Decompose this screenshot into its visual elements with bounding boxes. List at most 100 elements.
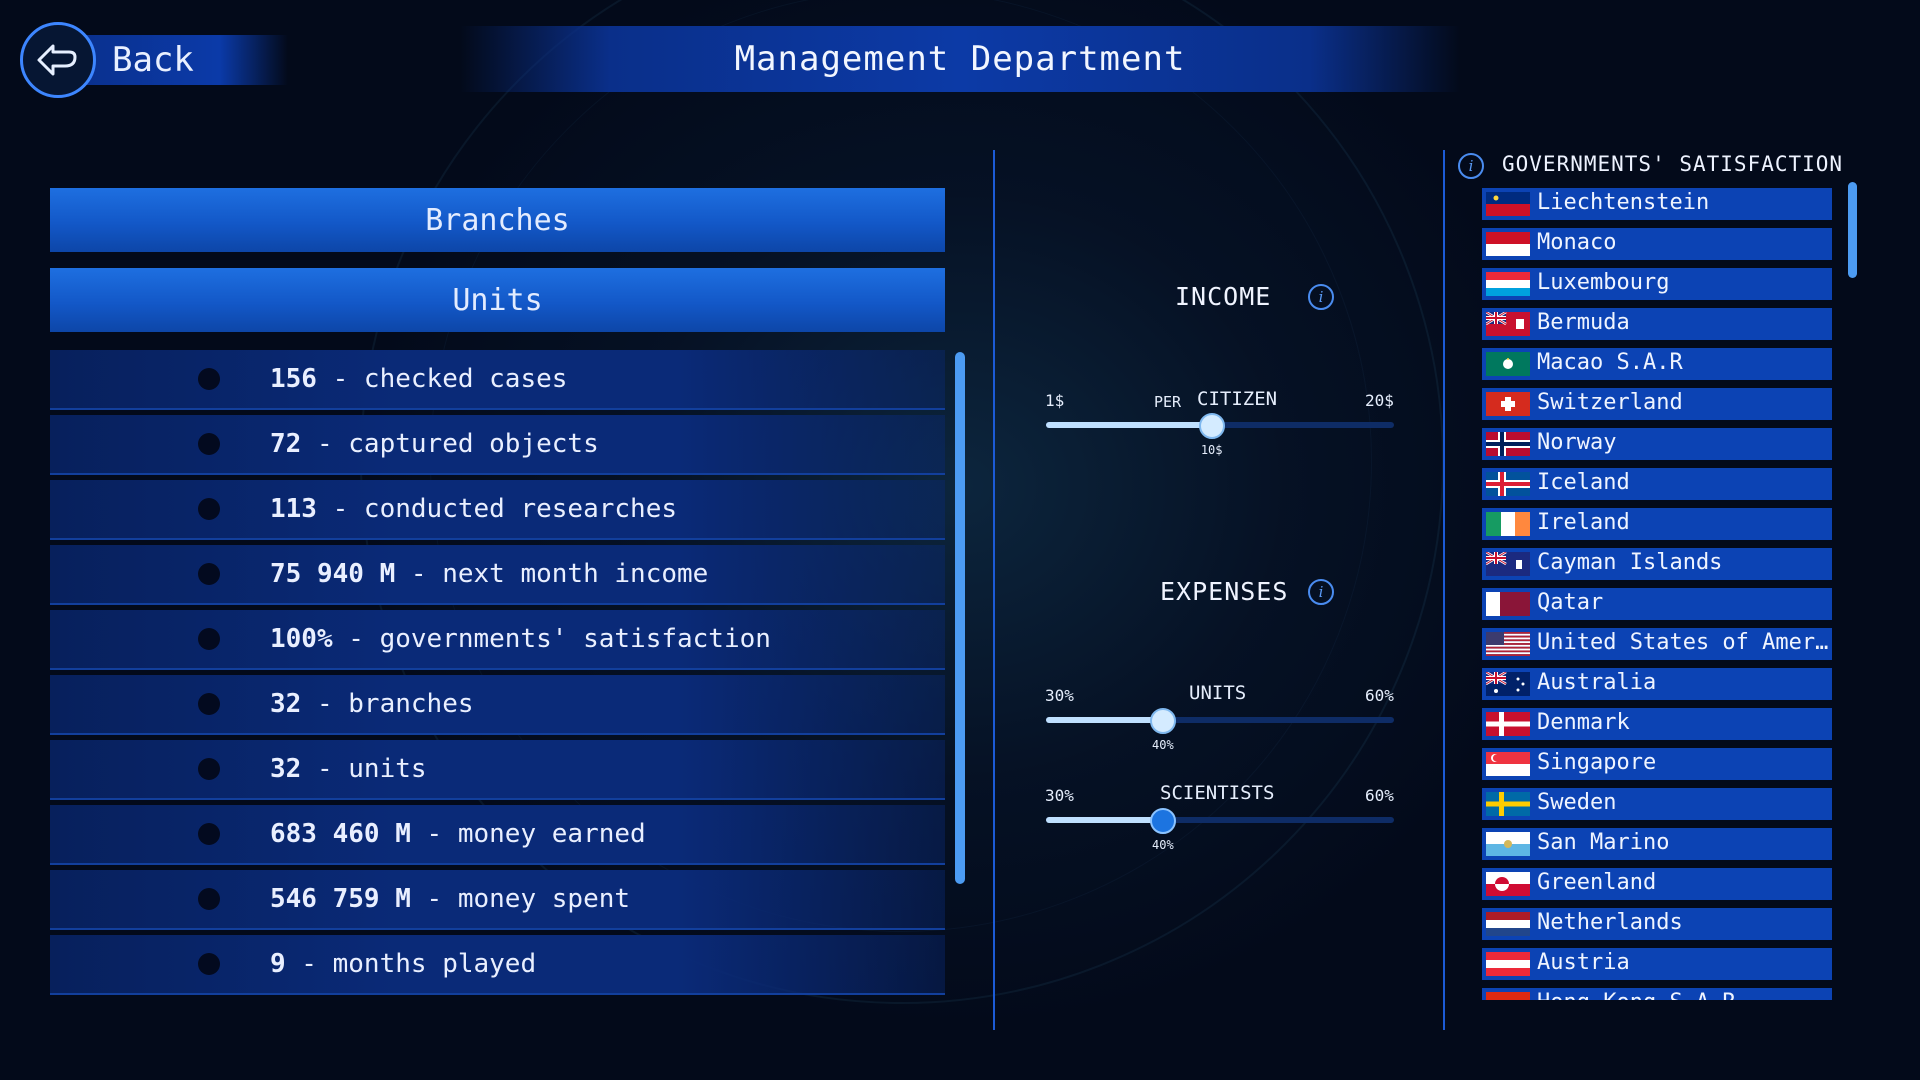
bullet-icon <box>198 888 220 910</box>
scientists-slider-track[interactable] <box>1046 817 1394 823</box>
bullet-icon <box>198 628 220 650</box>
country-row[interactable]: Bermuda <box>1482 308 1832 340</box>
country-row[interactable]: Luxembourg <box>1482 268 1832 300</box>
country-row[interactable]: Qatar <box>1482 588 1832 620</box>
ireland-flag-icon <box>1486 512 1530 536</box>
netherlands-flag-icon <box>1486 912 1530 936</box>
monaco-flag-icon <box>1486 232 1530 256</box>
country-row[interactable]: Netherlands <box>1482 908 1832 940</box>
tab-units[interactable]: Units <box>50 268 945 332</box>
cayman-flag-icon <box>1486 552 1530 576</box>
title-bar: Management Department <box>460 26 1460 92</box>
tab-branches[interactable]: Branches <box>50 188 945 252</box>
country-row[interactable]: Denmark <box>1482 708 1832 740</box>
country-row[interactable]: Ireland <box>1482 508 1832 540</box>
income-max-label: 20$ <box>1365 391 1394 410</box>
bullet-icon <box>198 368 220 390</box>
denmark-flag-icon <box>1486 712 1530 736</box>
country-row[interactable]: Cayman Islands <box>1482 548 1832 580</box>
country-name: Cayman Islands <box>1537 550 1723 575</box>
country-row[interactable]: Austria <box>1482 948 1832 980</box>
stat-label: - conducted researches <box>316 494 677 524</box>
stat-label: - money spent <box>410 884 631 914</box>
stat-value: 72 <box>270 429 302 459</box>
country-name: Switzerland <box>1537 390 1683 415</box>
stat-text: 75 940 M - next month income <box>270 559 708 589</box>
country-name: Macao S.A.R <box>1537 350 1683 375</box>
units-slider-knob[interactable] <box>1150 708 1176 734</box>
country-name: United States of Ameri… <box>1537 630 1829 655</box>
governments-title: GOVERNMENTS' SATISFACTION <box>1502 152 1844 176</box>
stat-value: 546 759 M <box>270 884 411 914</box>
bermuda-flag-icon <box>1486 312 1530 336</box>
stat-value: 9 <box>270 949 286 979</box>
bullet-icon <box>198 693 220 715</box>
australia-flag-icon <box>1486 672 1530 696</box>
stat-value: 683 460 M <box>270 819 411 849</box>
income-slider-knob[interactable] <box>1198 413 1225 439</box>
usa-flag-icon <box>1486 632 1530 656</box>
bullet-icon <box>198 433 220 455</box>
country-name: Monaco <box>1537 230 1617 255</box>
country-row[interactable]: Iceland <box>1482 468 1832 500</box>
units-slider-fill <box>1046 717 1162 723</box>
stat-text: 546 759 M - money spent <box>270 884 630 914</box>
country-row[interactable]: Liechtenstein <box>1482 188 1832 220</box>
country-row[interactable]: Monaco <box>1482 228 1832 260</box>
back-button-bar <box>60 35 288 85</box>
country-name: Norway <box>1537 430 1617 455</box>
stat-row: 75 940 M - next month income <box>50 545 945 605</box>
income-info-icon[interactable]: i <box>1308 284 1334 310</box>
country-row[interactable]: Singapore <box>1482 748 1832 780</box>
stat-value: 156 <box>270 364 317 394</box>
country-row[interactable]: Sweden <box>1482 788 1832 820</box>
expenses-title: EXPENSES <box>1160 577 1289 606</box>
stat-label: - months played <box>285 949 537 979</box>
income-value-label: 10$ <box>1200 443 1223 457</box>
country-name: Sweden <box>1537 790 1617 815</box>
stat-row: 683 460 M - money earned <box>50 805 945 865</box>
hongkong-flag-icon <box>1486 992 1530 1000</box>
scientists-min-label: 30% <box>1045 786 1074 805</box>
stat-text: 113 - conducted researches <box>270 494 677 524</box>
country-name: Iceland <box>1537 470 1630 495</box>
bullet-icon <box>198 563 220 585</box>
stat-label: - captured objects <box>301 429 599 459</box>
country-row[interactable]: United States of Ameri… <box>1482 628 1832 660</box>
expenses-info-icon[interactable]: i <box>1308 579 1334 605</box>
country-name: Singapore <box>1537 750 1657 775</box>
country-row[interactable]: Hong Kong S.A.R <box>1482 988 1832 1000</box>
macao-flag-icon <box>1486 352 1530 376</box>
country-name: Ireland <box>1537 510 1630 535</box>
bullet-icon <box>198 953 220 975</box>
country-row[interactable]: Australia <box>1482 668 1832 700</box>
stat-label: - units <box>301 754 427 784</box>
scientists-max-label: 60% <box>1365 786 1394 805</box>
scientists-slider-knob[interactable] <box>1150 808 1176 834</box>
country-name: Bermuda <box>1537 310 1630 335</box>
country-row[interactable]: San Marino <box>1482 828 1832 860</box>
country-row[interactable]: Switzerland <box>1482 388 1832 420</box>
stat-text: 32 - branches <box>270 689 474 719</box>
stat-text: 72 - captured objects <box>270 429 599 459</box>
stat-row: 113 - conducted researches <box>50 480 945 540</box>
country-row[interactable]: Macao S.A.R <box>1482 348 1832 380</box>
sweden-flag-icon <box>1486 792 1530 816</box>
switzerland-flag-icon <box>1486 392 1530 416</box>
stat-text: 32 - units <box>270 754 427 784</box>
stat-value: 75 940 M <box>270 559 396 589</box>
tab-branches-label: Branches <box>425 202 570 238</box>
governments-info-icon[interactable]: i <box>1458 153 1484 179</box>
stats-scrollbar[interactable] <box>955 352 965 884</box>
scientists-slider-fill <box>1046 817 1162 823</box>
back-button[interactable]: Back <box>20 22 288 98</box>
units-slider-track[interactable] <box>1046 717 1394 723</box>
governments-scrollbar[interactable] <box>1848 182 1857 278</box>
stat-row: 72 - captured objects <box>50 415 945 475</box>
stat-text: 9 - months played <box>270 949 536 979</box>
country-row[interactable]: Greenland <box>1482 868 1832 900</box>
country-row[interactable]: Norway <box>1482 428 1832 460</box>
country-name: Denmark <box>1537 710 1630 735</box>
